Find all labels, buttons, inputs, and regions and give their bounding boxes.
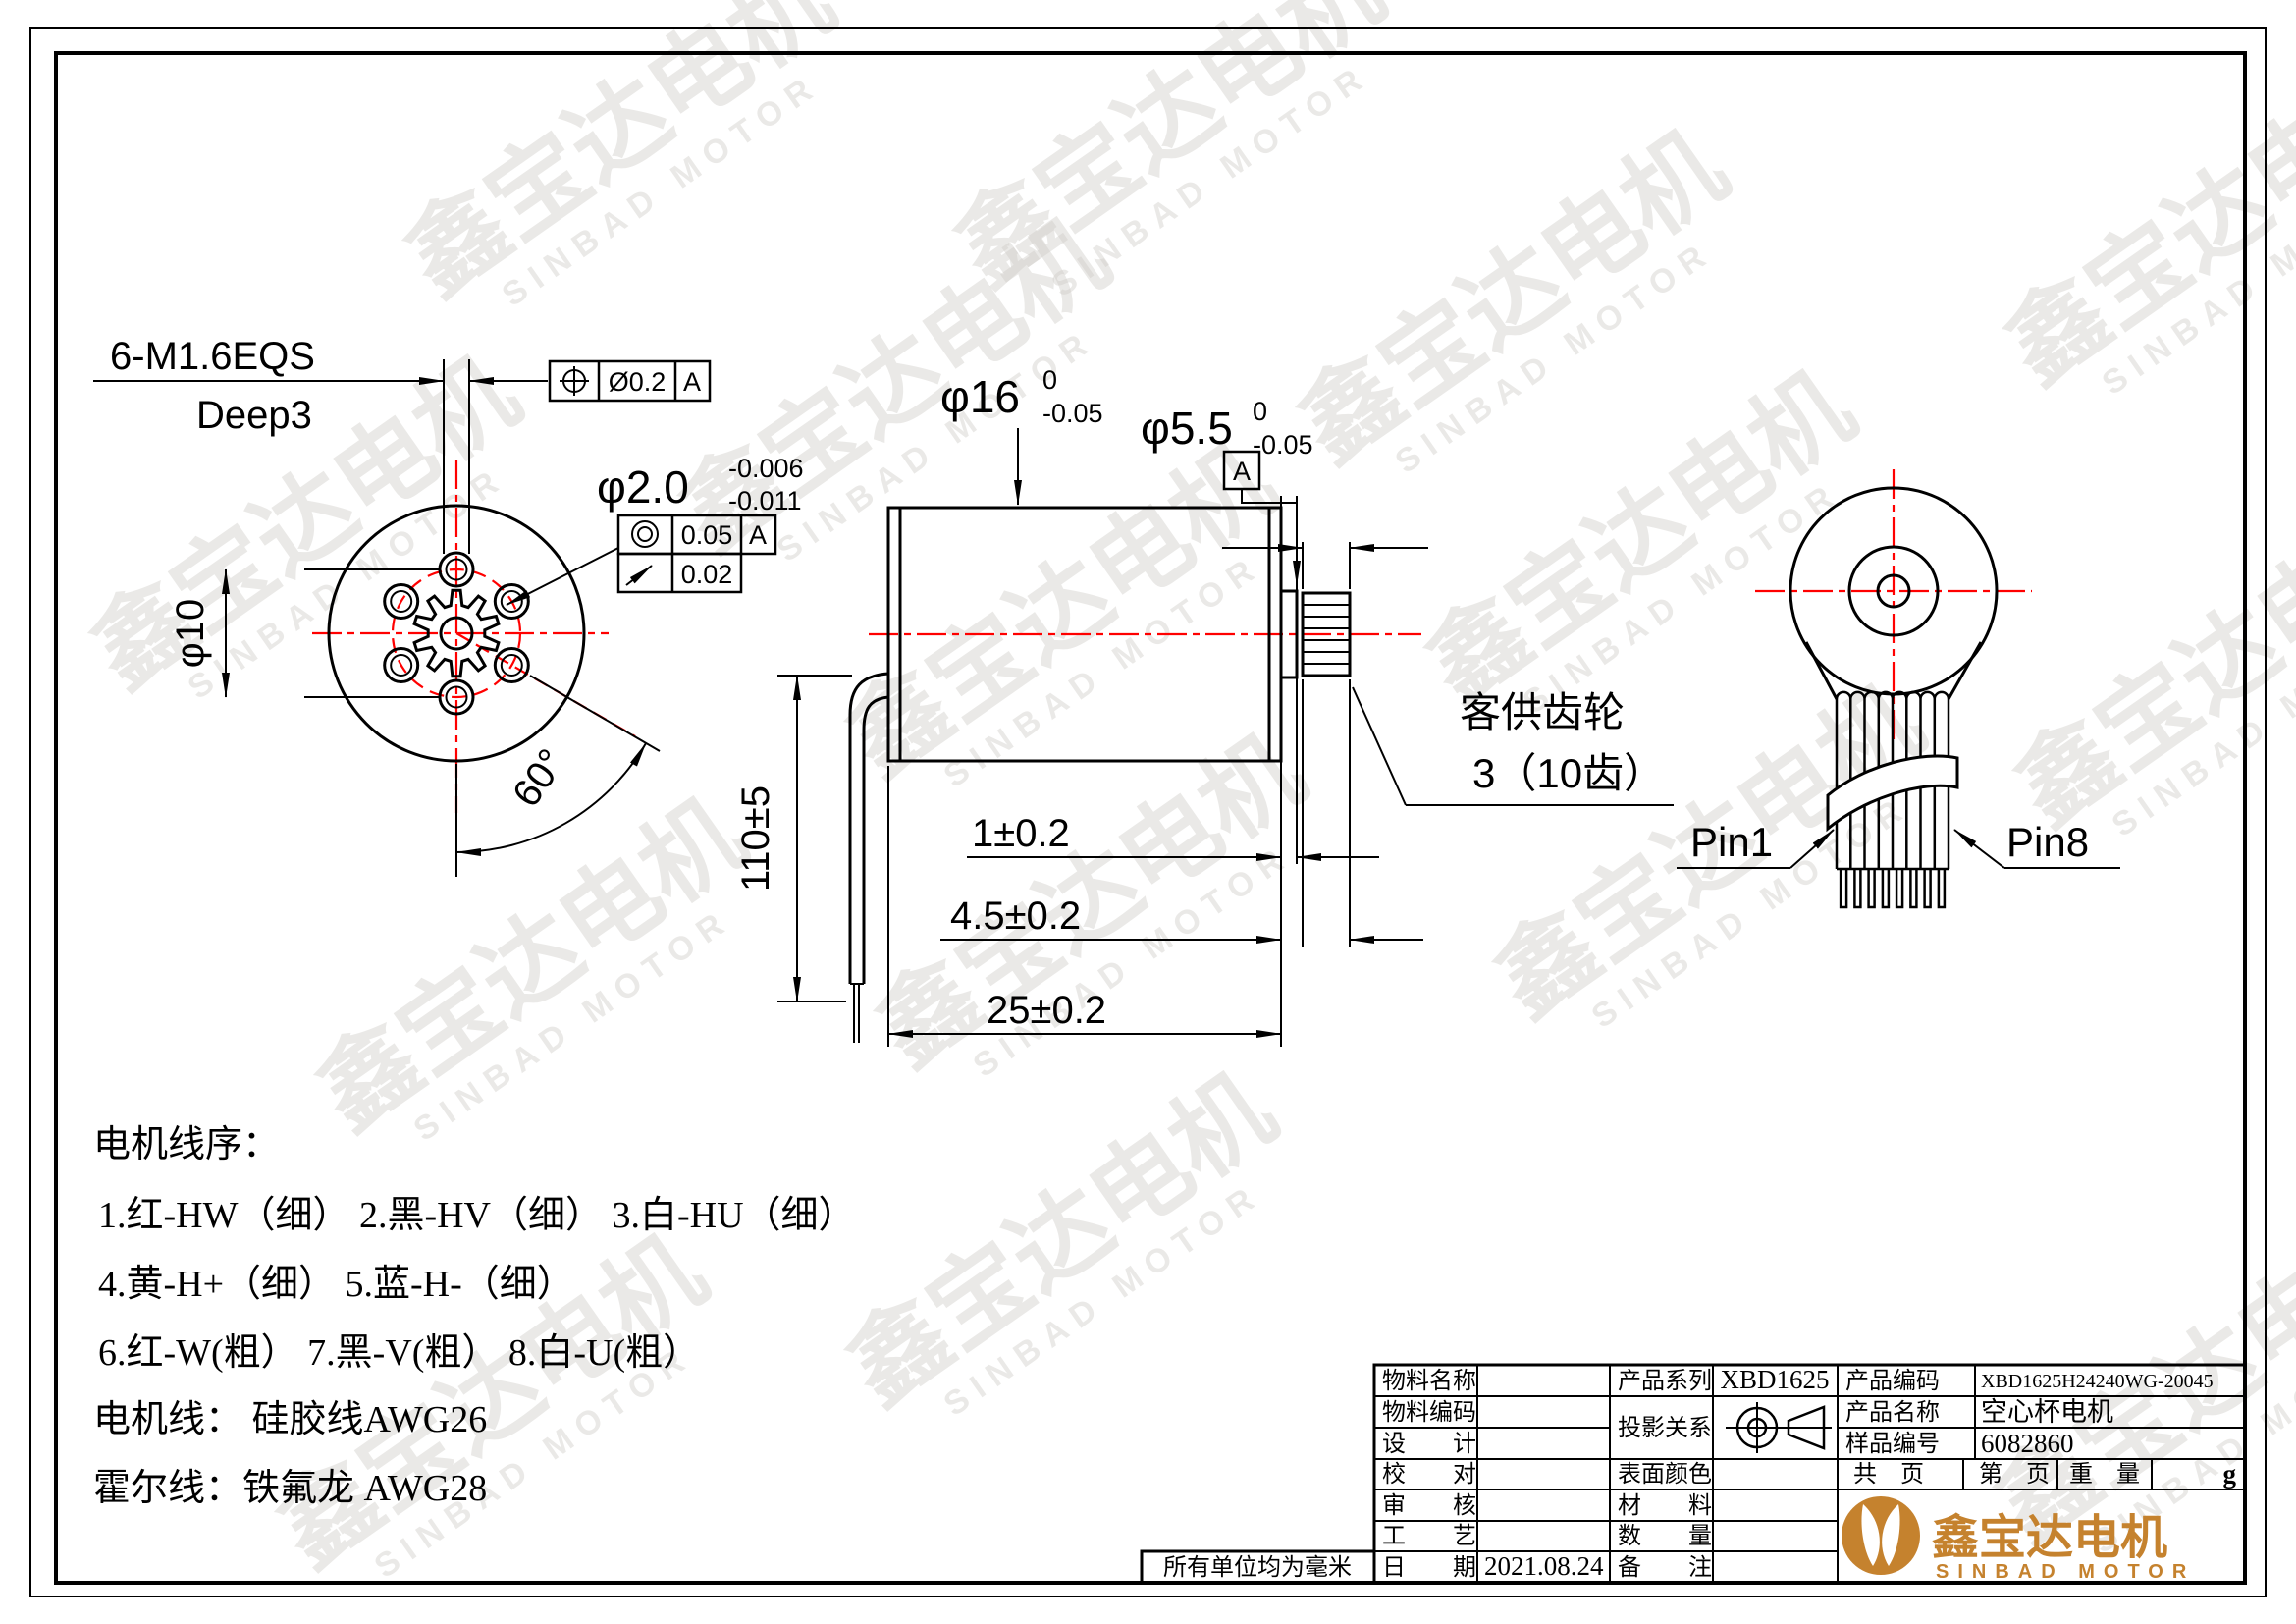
watermark-cn-text: 鑫宝达电机 (73, 337, 538, 709)
boss-dia-upper: 0 (1253, 397, 1267, 426)
body-dia: φ16 (940, 371, 1020, 422)
projection-symbol-icon (1726, 1402, 1832, 1453)
wiring-notes: 电机线序： 1.红-HW（细） 2.黑-HV（细） 3.白-HU（细） 4.黄-… (93, 1124, 856, 1509)
tb-design-label: 设 计 (1382, 1431, 1476, 1457)
tb-weight-label: 重 量 (2069, 1461, 2140, 1488)
logo-cn-text: 鑫宝达电机 (1932, 1512, 2167, 1564)
position-tolerance-value: Ø0.2 (609, 367, 667, 397)
tb-quantity-label: 数 量 (1618, 1523, 1712, 1549)
tb-process-label: 工 艺 (1382, 1523, 1476, 1549)
boss-dia-lower: -0.05 (1253, 430, 1313, 460)
tb-remark-label: 备 注 (1618, 1554, 1712, 1581)
wiring-line5: 霍尔线：铁氟龙 AWG28 (93, 1468, 487, 1509)
dim-wire: 110±5 (734, 785, 777, 892)
gear-note-line1: 客供齿轮 (1460, 689, 1625, 735)
rear-view: Pin1 Pin8 (1677, 469, 2120, 909)
thread-depth: Deep3 (196, 394, 312, 437)
customer-gear (1301, 591, 1352, 677)
tb-sample-no-label: 样品编号 (1845, 1431, 1940, 1457)
runout-symbol-icon (625, 565, 653, 586)
bolt-circle-dia: φ10 (169, 599, 212, 668)
wiring-line2: 4.黄-H+（细） 5.蓝-H-（细） (98, 1264, 574, 1305)
body-dia-upper: 0 (1042, 365, 1057, 395)
tb-surface-color-label: 表面颜色 (1618, 1461, 1712, 1488)
watermark-cn-text: 鑫宝达电机 (1280, 111, 1745, 483)
wiring-title: 电机线序： (93, 1124, 280, 1165)
tb-audit-label: 审 核 (1382, 1492, 1476, 1519)
tb-pages-label: 共 页 (1853, 1461, 1924, 1488)
tb-sample-no-value: 6082860 (1981, 1429, 2074, 1458)
position-tolerance-datum: A (683, 367, 701, 397)
thread-note: 6-M1.6EQS (110, 335, 315, 378)
pin8-label: Pin8 (2006, 819, 2089, 865)
tb-product-code-label: 产品编码 (1845, 1368, 1940, 1394)
tb-series-value: XBD1625 (1720, 1365, 1829, 1394)
shaft-dia-lower: -0.011 (728, 486, 802, 515)
pinion-gear-outline (412, 588, 501, 678)
tb-date-label: 日 期 (1382, 1555, 1476, 1581)
tb-check-label: 校 对 (1382, 1461, 1476, 1488)
tb-material-label: 材 料 (1618, 1492, 1712, 1519)
dim-boss: 1±0.2 (972, 812, 1070, 855)
units-note-box (1140, 1549, 1376, 1585)
datum-a-label: A (1233, 457, 1251, 486)
lead-wires (848, 672, 889, 1043)
watermark-cn-text: 鑫宝达电机 (298, 779, 764, 1151)
shaft-dia: φ2.0 (597, 461, 689, 513)
side-view: φ16 0 -0.05 φ5.5 0 -0.05 A 客供齿轮 3（10齿） 1… (734, 365, 1674, 1047)
position-tolerance-frame: Ø0.2 A (548, 359, 712, 403)
dim-body: 25±0.2 (987, 989, 1106, 1032)
concentricity-datum: A (749, 520, 767, 550)
pin1-label: Pin1 (1690, 819, 1773, 865)
shaft-bore (439, 616, 474, 651)
outer-frame (29, 27, 2267, 1597)
tb-weight-unit: g (2223, 1459, 2237, 1489)
wiring-line4: 电机线： 硅胶线AWG26 (93, 1399, 487, 1440)
watermark-cn-text: 鑫宝达电机 (828, 1054, 1294, 1426)
gear-note-line2: 3（10齿） (1472, 750, 1665, 796)
concentricity-symbol-icon (631, 520, 659, 548)
tb-page-label: 第 页 (1979, 1461, 2050, 1488)
wiring-line3: 6.红-W(粗） 7.黑-V(粗） 8.白-U(粗） (98, 1332, 700, 1374)
watermark-cn-text: 鑫宝达电机 (387, 0, 852, 315)
boss-dia: φ5.5 (1141, 403, 1233, 454)
tb-product-name-value: 空心杯电机 (1981, 1397, 2113, 1427)
hole-angle: 60° (505, 741, 574, 815)
concentricity-value: 0.05 (681, 520, 733, 550)
tb-material-name-label: 物料名称 (1382, 1368, 1476, 1394)
tb-product-code-value: XBD1625H24240WG-20045 (1981, 1371, 2214, 1392)
tb-projection-label: 投影关系 (1618, 1415, 1712, 1441)
wire-wrap-band (1826, 754, 1959, 833)
front-view: 6-M1.6EQS Deep3 Ø0.2 A φ10 60° φ2.0 -0.0… (93, 335, 804, 877)
units-note: 所有单位均为毫米 (1163, 1554, 1352, 1581)
tb-date-value: 2021.08.24 (1484, 1551, 1604, 1581)
logo-mark-icon (1842, 1496, 1920, 1575)
company-logo: 鑫宝达电机 SINBAD MOTOR (1842, 1496, 2195, 1583)
tb-product-name-label: 产品名称 (1845, 1399, 1940, 1426)
concentricity-runout-frame: 0.05 A 0.02 (616, 514, 777, 594)
body-dia-lower: -0.05 (1042, 399, 1103, 428)
shaft-dia-upper: -0.006 (728, 454, 804, 483)
dim-shaft: 4.5±0.2 (950, 894, 1081, 938)
wiring-line1: 1.红-HW（细） 2.黑-HV（细） 3.白-HU（细） (98, 1195, 856, 1236)
tb-material-code-label: 物料编码 (1382, 1399, 1476, 1426)
logo-en-text: SINBAD MOTOR (1936, 1561, 2195, 1583)
runout-value: 0.02 (681, 560, 733, 589)
tb-series-label: 产品系列 (1618, 1368, 1712, 1394)
title-block: 物料名称 物料编码 设 计 校 对 审 核 工 艺 日 期 2021.08.24… (1140, 1363, 2247, 1585)
